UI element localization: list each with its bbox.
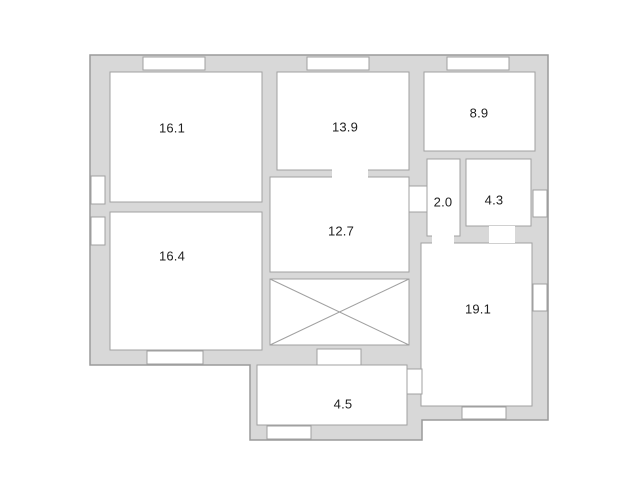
room-16-1-floor xyxy=(109,71,263,203)
room-2-0-floor xyxy=(426,158,461,237)
room-4-5-floor xyxy=(256,364,408,426)
room-13-9-label: 13.9 xyxy=(331,119,359,135)
room-12-7-floor xyxy=(269,176,410,273)
door-opening-hall-to-4-5 xyxy=(316,348,362,366)
window-right-2 xyxy=(532,283,548,312)
window-left-2 xyxy=(90,216,106,246)
window-bottom-1 xyxy=(146,350,204,365)
door-opening-12-7-to-hall xyxy=(408,185,428,213)
room-2-0-label: 2.0 xyxy=(433,194,453,210)
room-16-4-label: 16.4 xyxy=(158,248,186,264)
window-top-3 xyxy=(446,56,510,71)
room-8-9-label: 8.9 xyxy=(469,105,489,121)
staircase-cross-line xyxy=(269,278,410,346)
door-opening-2-0-to-19-1 xyxy=(432,235,454,244)
window-top-1 xyxy=(142,56,206,71)
room-12-7-label: 12.7 xyxy=(327,223,355,239)
window-left-1 xyxy=(90,175,106,205)
room-8-9-floor xyxy=(423,71,536,152)
room-4-3-floor xyxy=(465,158,532,227)
window-top-2 xyxy=(306,56,370,71)
door-opening-4-3-to-19-1 xyxy=(489,226,515,243)
window-right-1 xyxy=(532,189,548,218)
door-opening-4-5-to-19-1 xyxy=(406,368,423,395)
room-16-4-floor xyxy=(109,211,263,351)
room-19-1-floor xyxy=(420,242,533,407)
room-13-9-floor xyxy=(276,71,410,171)
window-19-1-bottom xyxy=(461,406,507,420)
room-16-1-label: 16.1 xyxy=(158,120,186,136)
room-4-5-label: 4.5 xyxy=(333,396,353,412)
room-4-3-label: 4.3 xyxy=(484,192,504,208)
room-19-1-label: 19.1 xyxy=(464,301,492,317)
window-extension-bottom xyxy=(266,425,312,440)
door-opening-13-9-to-12-7 xyxy=(332,169,368,178)
staircase xyxy=(269,278,410,346)
